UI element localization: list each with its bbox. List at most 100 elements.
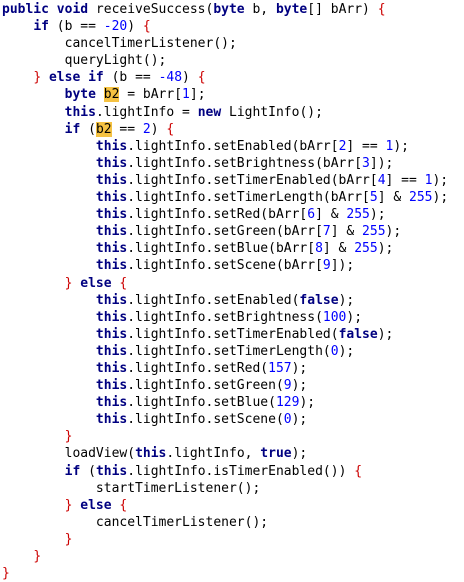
code-line: this.lightInfo.setEnabled(bArr[2] == 1); — [2, 138, 464, 155]
code-line: this.lightInfo.setBrightness(bArr[3]); — [2, 155, 464, 172]
code-line: } — [2, 428, 464, 445]
code-text — [2, 310, 96, 325]
code-text: .lightInfo.setTimerEnabled( — [127, 326, 339, 342]
code-line: } else if (b == -48) { — [2, 69, 464, 86]
keyword-token: this — [95, 155, 128, 171]
code-text: .lightInfo.setTimerLength( — [127, 343, 331, 359]
code-text: ] == — [346, 138, 386, 154]
number-token: -20 — [103, 19, 128, 35]
code-text: ); — [291, 412, 308, 428]
keyword-token: this — [95, 326, 128, 342]
highlighted-token: b2 — [95, 121, 112, 137]
number-token: -48 — [158, 70, 183, 86]
code-text: loadView( — [2, 446, 136, 462]
keyword-token: this — [95, 360, 128, 376]
code-text — [2, 122, 65, 137]
keyword-token: if — [64, 463, 81, 479]
code-text — [2, 361, 96, 376]
code-text: ] == — [385, 172, 425, 188]
brace-token: { — [142, 19, 151, 35]
code-text: == — [111, 121, 143, 137]
code-text: ( — [80, 121, 96, 137]
code-text: ]); — [330, 258, 355, 274]
code-text — [2, 139, 96, 154]
code-text: .lightInfo.setEnabled( — [127, 292, 300, 308]
code-text: ] & — [330, 224, 363, 240]
brace-token: } — [64, 531, 73, 547]
keyword-token: else if — [48, 70, 104, 86]
code-text — [2, 105, 65, 120]
number-token: 9 — [322, 258, 331, 274]
brace-token: } — [64, 497, 73, 513]
brace-token: { — [119, 497, 128, 513]
code-text: [] bArr) — [307, 2, 378, 17]
code-text: .lightInfo.setGreen(bArr[ — [127, 224, 323, 240]
code-text — [2, 344, 96, 359]
code-line: } — [2, 548, 464, 565]
code-line: loadView(this.lightInfo, true); — [2, 445, 464, 462]
code-text — [2, 70, 33, 85]
code-line: this.lightInfo.setGreen(bArr[7] & 255); — [2, 223, 464, 240]
code-line: queryLight(); — [2, 52, 464, 69]
keyword-token: byte — [275, 2, 308, 17]
code-line: } — [2, 531, 464, 548]
number-token: 4 — [377, 172, 386, 188]
code-text: receiveSuccess( — [88, 2, 214, 17]
code-text: ); — [299, 395, 316, 411]
brace-token: } — [33, 70, 42, 86]
code-text: ] & — [377, 190, 410, 206]
code-text — [2, 532, 65, 547]
code-text: cancelTimerListener(); — [2, 36, 237, 52]
number-token: 1 — [385, 138, 394, 154]
brace-token: { — [197, 70, 206, 86]
code-line: this.lightInfo.setRed(bArr[6] & 255); — [2, 206, 464, 223]
code-line: if (b2 == 2) { — [2, 121, 464, 138]
keyword-token: this — [135, 446, 167, 462]
code-line: if (b == -20) { — [2, 18, 464, 35]
keyword-token: byte — [213, 2, 245, 17]
code-line: this.lightInfo.setScene(0); — [2, 411, 464, 428]
code-line: public void receiveSuccess(byte b, byte[… — [2, 1, 464, 18]
number-token: 2 — [338, 138, 347, 154]
code-line: this.lightInfo.setBrightness(100); — [2, 309, 464, 326]
brace-token: } — [64, 275, 73, 291]
keyword-token: this — [95, 258, 128, 274]
number-token: 255 — [346, 207, 370, 223]
code-line: this.lightInfo.setTimerLength(bArr[5] & … — [2, 189, 464, 206]
code-line: this.lightInfo.setTimerEnabled(bArr[4] =… — [2, 172, 464, 189]
code-text: .lightInfo, — [166, 446, 261, 462]
code-text: .lightInfo.isTimerEnabled()) — [127, 463, 355, 479]
code-text — [2, 464, 65, 479]
number-token: 157 — [268, 360, 292, 376]
code-text: ( — [80, 463, 96, 479]
keyword-token: false — [299, 292, 339, 308]
code-text — [2, 395, 96, 410]
code-text: ); — [338, 343, 355, 359]
keyword-token: this — [95, 224, 128, 240]
number-token: 255 — [409, 190, 433, 206]
code-text: ]; — [189, 87, 206, 103]
keyword-token: this — [95, 343, 128, 359]
number-token: 100 — [322, 309, 347, 325]
code-text — [2, 87, 65, 102]
code-text: .lightInfo.setBrightness( — [127, 309, 323, 325]
code-text: ) — [182, 70, 198, 86]
code-text: .lightInfo.setEnabled(bArr[ — [127, 138, 339, 154]
code-text: ] & — [315, 207, 347, 223]
number-token: 2 — [142, 121, 151, 137]
code-text — [2, 429, 65, 444]
keyword-token: this — [95, 190, 128, 206]
code-text — [2, 327, 96, 342]
number-token: 129 — [275, 395, 300, 411]
code-text: ); — [377, 241, 394, 257]
code-text: .lightInfo.setScene(bArr[ — [127, 258, 323, 274]
code-text: (b == — [48, 19, 104, 35]
code-text: .lightInfo.setBlue( — [127, 395, 276, 411]
code-text: ] & — [322, 241, 355, 257]
number-token: 5 — [369, 190, 378, 206]
code-text — [2, 498, 65, 513]
code-line: this.lightInfo.setScene(bArr[9]); — [2, 257, 464, 274]
code-line: this.lightInfo.setGreen(9); — [2, 377, 464, 394]
keyword-token: else — [80, 497, 112, 513]
